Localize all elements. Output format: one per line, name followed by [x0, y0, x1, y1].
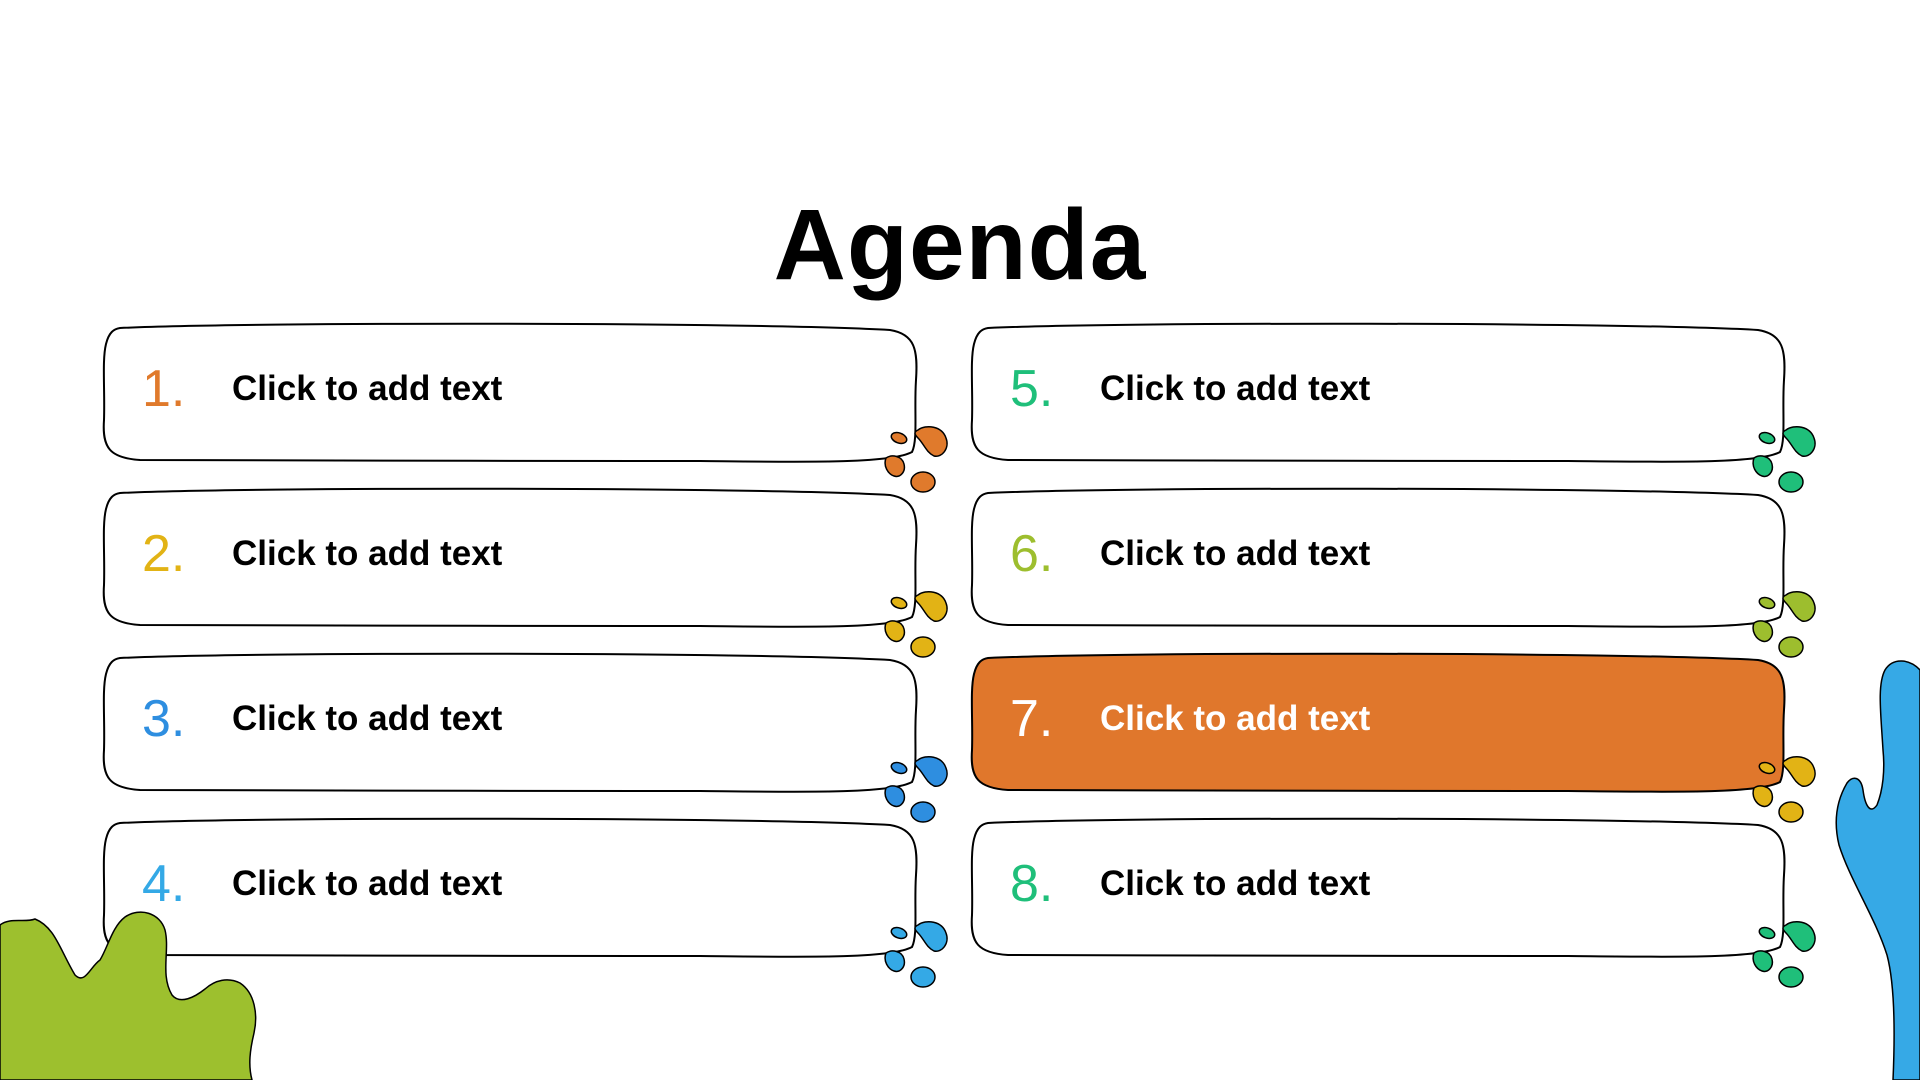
paint-splash-icon [884, 590, 948, 658]
agenda-item-outline [102, 652, 918, 793]
agenda-item-label[interactable]: Click to add text [232, 699, 503, 738]
agenda-item-6[interactable]: 6. Click to add text [968, 485, 1816, 658]
agenda-item-number: 8. [1010, 855, 1054, 913]
agenda-item-label[interactable]: Click to add text [1100, 534, 1371, 573]
agenda-item-number: 4. [142, 855, 186, 913]
agenda-item-label[interactable]: Click to add text [232, 534, 503, 573]
slide-title[interactable]: Agenda [773, 189, 1147, 301]
agenda-item-frame [102, 487, 948, 658]
agenda-item-5[interactable]: 5. Click to add text [968, 320, 1816, 493]
agenda-item-label[interactable]: Click to add text [232, 864, 503, 903]
agenda-item-1[interactable]: 1. Click to add text [100, 320, 948, 493]
agenda-item-outline [102, 487, 918, 628]
paint-splash-icon [1752, 425, 1816, 493]
agenda-item-number: 3. [142, 690, 186, 748]
paint-splash-icon [1752, 920, 1816, 988]
agenda-item-label[interactable]: Click to add text [1100, 864, 1371, 903]
agenda-item-outline [970, 817, 1786, 958]
agenda-item-frame [970, 487, 1816, 658]
agenda-item-8[interactable]: 8. Click to add text [968, 815, 1816, 988]
agenda-item-number: 7. [1010, 690, 1054, 748]
agenda-item-3[interactable]: 3. Click to add text [100, 650, 948, 823]
paint-splash-icon [884, 755, 948, 823]
right-cactus-decoration [1835, 660, 1920, 1080]
agenda-item-number: 5. [1010, 360, 1054, 418]
paint-splash-icon [884, 920, 948, 988]
agenda-item-number: 6. [1010, 525, 1054, 583]
paint-splash-icon [884, 425, 948, 493]
agenda-item-outline [970, 487, 1786, 628]
agenda-item-outline [970, 322, 1786, 463]
agenda-item-2[interactable]: 2. Click to add text [100, 485, 948, 658]
agenda-item-frame [970, 322, 1816, 493]
agenda-item-frame [970, 817, 1816, 988]
agenda-item-7[interactable]: 7. Click to add text [968, 650, 1816, 823]
agenda-item-label[interactable]: Click to add text [1100, 699, 1371, 738]
paint-splash-icon [1752, 755, 1816, 823]
agenda-item-outline [102, 817, 918, 958]
agenda-item-number: 1. [142, 360, 186, 418]
agenda-item-frame [102, 652, 948, 823]
agenda-item-frame [102, 322, 948, 493]
agenda-item-frame [102, 817, 948, 988]
agenda-item-outline [102, 322, 918, 463]
agenda-item-4[interactable]: 4. Click to add text [100, 815, 948, 988]
agenda-item-label[interactable]: Click to add text [232, 369, 503, 408]
paint-splash-icon [1752, 590, 1816, 658]
agenda-item-outline [970, 652, 1786, 793]
agenda-item-label[interactable]: Click to add text [1100, 369, 1371, 408]
agenda-item-number: 2. [142, 525, 186, 583]
agenda-item-frame [970, 652, 1816, 823]
